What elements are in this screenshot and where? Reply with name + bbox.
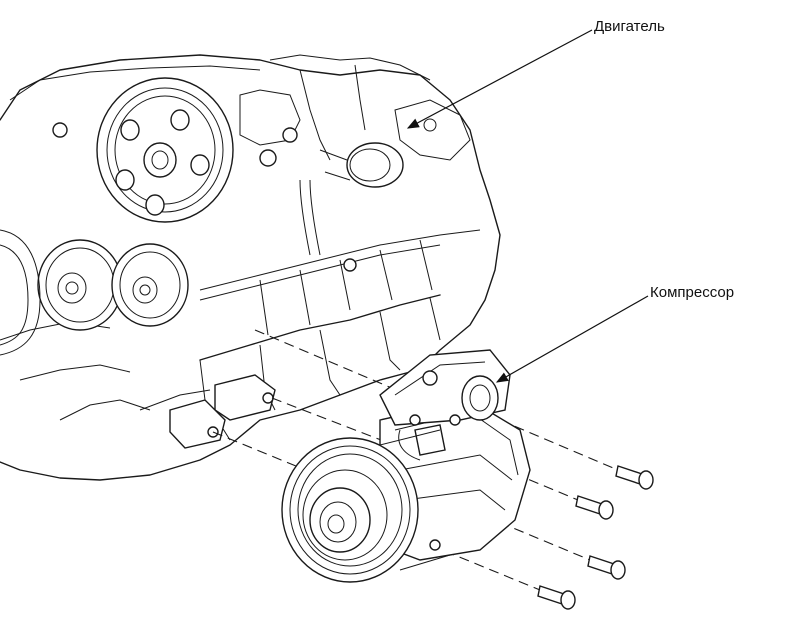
engine-block xyxy=(0,54,501,481)
crankshaft-pulley xyxy=(96,77,234,223)
idler-pulleys xyxy=(0,229,189,356)
bolt-3 xyxy=(587,555,626,580)
bolt-4 xyxy=(537,585,576,610)
compressor-leader-line xyxy=(495,295,649,383)
mounting-bolts xyxy=(537,465,654,610)
engine-label: Двигатель xyxy=(594,18,665,35)
engine-leader-line xyxy=(406,29,593,129)
bolt-1 xyxy=(615,465,654,490)
bolt-2 xyxy=(575,495,614,520)
compressor-label: Компрессор xyxy=(650,284,735,301)
ac-compressor xyxy=(281,349,531,583)
